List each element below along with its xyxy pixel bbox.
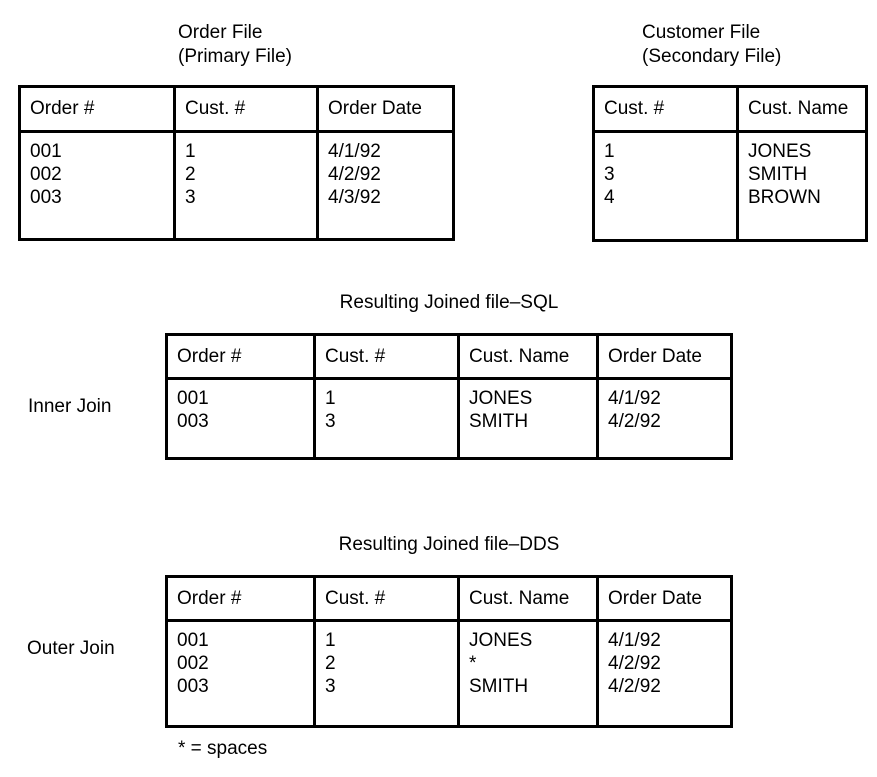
dds-join-title: Resulting Joined file–DDS bbox=[338, 534, 560, 555]
cell-value: 4/2/92 bbox=[608, 411, 661, 432]
column-header: Order # bbox=[30, 98, 95, 119]
customer-file-title-line2: (Secondary File) bbox=[642, 46, 782, 67]
cell-value: SMITH bbox=[469, 411, 529, 432]
column-header: Order Date bbox=[316, 88, 452, 130]
cell-value: 4/1/92 bbox=[328, 141, 381, 162]
cell-value: 4/1/92 bbox=[608, 388, 661, 409]
cell-value: 1 bbox=[604, 141, 615, 162]
cell-value: 001 bbox=[177, 630, 209, 651]
customer-file-title-line1: Customer File bbox=[642, 22, 761, 43]
cell-value: 4/1/92 bbox=[608, 630, 661, 651]
cell-value: * bbox=[469, 653, 477, 674]
cell-value: 002 bbox=[30, 164, 62, 185]
column-header: Cust. # bbox=[313, 578, 457, 619]
order-file-title: Order File (Primary File) bbox=[178, 21, 292, 69]
order-file-title-line1: Order File bbox=[178, 22, 263, 43]
spaces-footnote: * = spaces bbox=[178, 738, 268, 759]
sql-join-title: Resulting Joined file–SQL bbox=[339, 292, 559, 313]
column-header: Order # bbox=[177, 345, 242, 367]
cell-value: 4 bbox=[604, 187, 615, 208]
cell-value: 001 bbox=[30, 141, 62, 162]
cell-value: 003 bbox=[177, 676, 209, 697]
cell-value: SMITH bbox=[469, 676, 529, 697]
cell-value: JONES bbox=[469, 630, 533, 651]
column-header: Cust. Name bbox=[457, 336, 596, 377]
cell-value: 3 bbox=[325, 676, 336, 697]
inner-join-label: Inner Join bbox=[28, 396, 112, 417]
column-header: Cust. Name bbox=[457, 578, 596, 619]
cell-value: BROWN bbox=[748, 187, 821, 208]
customer-file-header-row: Cust. # Cust. Name bbox=[595, 88, 865, 133]
cell-value: SMITH bbox=[748, 164, 808, 185]
column-header: Cust. # bbox=[604, 98, 665, 119]
column-header: Order # bbox=[177, 587, 242, 609]
data-cell-column: JONES*SMITH bbox=[457, 622, 596, 725]
cell-value: 3 bbox=[185, 187, 196, 208]
cell-value: 3 bbox=[325, 411, 336, 432]
outer-join-label: Outer Join bbox=[27, 638, 115, 659]
cell-value: 4/2/92 bbox=[328, 164, 381, 185]
cell-value: 1 bbox=[325, 630, 336, 651]
column-header: Cust. # bbox=[313, 336, 457, 377]
cell-value: 002 bbox=[177, 653, 209, 674]
cell-value: 1 bbox=[185, 141, 196, 162]
cell-value: 2 bbox=[185, 164, 196, 185]
cell-value: JONES bbox=[469, 388, 533, 409]
cell-value: 1 bbox=[325, 388, 336, 409]
cell-value: 2 bbox=[325, 653, 336, 674]
column-header: Order Date bbox=[596, 578, 730, 619]
order-file-header-row: Order # Cust. #Order Date bbox=[21, 88, 452, 133]
cell-value: 4/2/92 bbox=[608, 676, 661, 697]
cell-value: 4/3/92 bbox=[328, 187, 381, 208]
cell-value: 4/2/92 bbox=[608, 653, 661, 674]
column-header: Order Date bbox=[596, 336, 730, 377]
order-file-title-line2: (Primary File) bbox=[178, 46, 292, 67]
column-header: Cust. # bbox=[173, 88, 316, 130]
cell-value: 001 bbox=[177, 388, 209, 409]
cell-value: 3 bbox=[604, 164, 615, 185]
cell-value: JONES bbox=[748, 141, 812, 162]
cell-value: 003 bbox=[30, 187, 62, 208]
cell-value: 003 bbox=[177, 411, 209, 432]
column-header: Cust. Name bbox=[736, 88, 865, 130]
customer-file-title: Customer File (Secondary File) bbox=[642, 21, 781, 69]
